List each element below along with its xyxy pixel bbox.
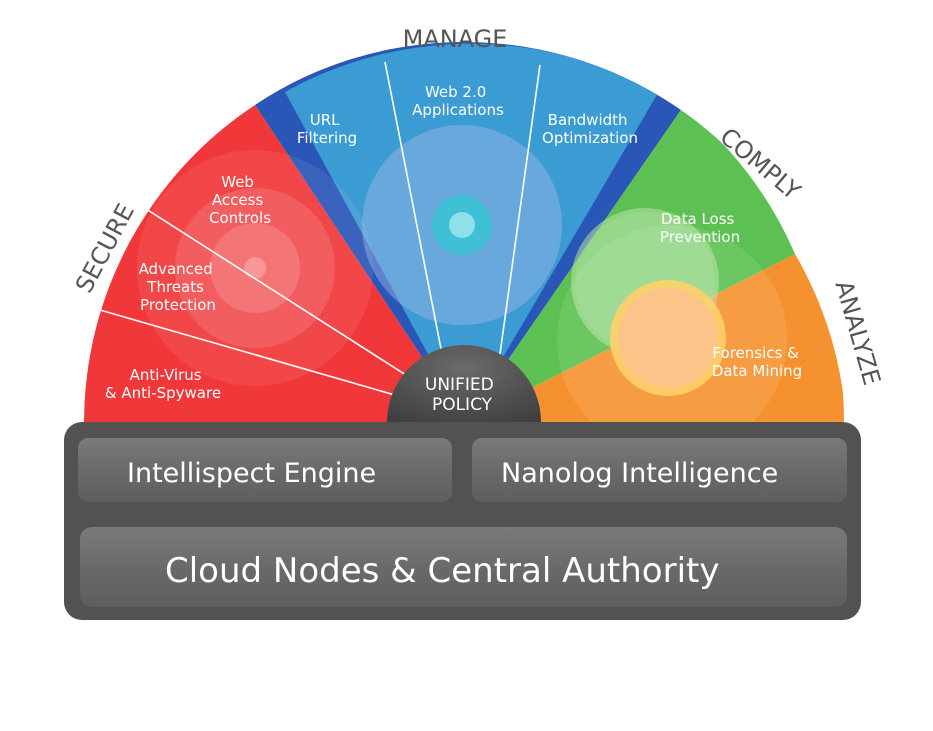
cloud-label: Cloud Nodes & Central Authority bbox=[165, 551, 719, 591]
segment-labels: Anti-Virus & Anti-Spyware Advanced Threa… bbox=[105, 83, 804, 402]
glow-analyze-inner bbox=[618, 288, 718, 388]
sector-secure bbox=[84, 105, 465, 422]
segment-bandwidth: Bandwidth Optimization bbox=[542, 111, 638, 147]
nanolog-label: Nanolog Intelligence bbox=[501, 458, 778, 489]
segment-forensics: Forensics & Data Mining bbox=[712, 344, 804, 380]
glow-secure-mid bbox=[175, 188, 335, 348]
segment-advanced-threats: Advanced Threats Protection bbox=[139, 260, 218, 314]
nanolog-panel bbox=[472, 438, 847, 502]
intellispect-label: Intellispect Engine bbox=[127, 458, 376, 489]
intellispect-panel bbox=[78, 438, 452, 502]
segment-web20: Web 2.0 Applications bbox=[412, 83, 504, 119]
hub-shape bbox=[387, 345, 541, 422]
glow-secure-inner bbox=[210, 223, 300, 313]
glow-secure-outer bbox=[137, 150, 373, 386]
cloud-panel bbox=[80, 527, 847, 607]
segment-web-access: Web Access Controls bbox=[209, 173, 271, 227]
segment-anti-virus: Anti-Virus & Anti-Spyware bbox=[105, 366, 221, 402]
glow-manage-dot bbox=[449, 212, 475, 238]
glow-secure-dot bbox=[244, 257, 266, 279]
separators bbox=[99, 61, 541, 409]
hub-label: UNIFIED POLICY bbox=[425, 375, 499, 415]
segment-data-loss: Data Loss Prevention bbox=[660, 210, 740, 246]
unified-policy-hub: UNIFIED POLICY bbox=[387, 345, 541, 422]
segment-url-filtering: URL Filtering bbox=[297, 111, 357, 147]
category-manage: MANAGE bbox=[403, 25, 508, 53]
dome bbox=[84, 42, 844, 422]
base-platform: Intellispect Engine Nanolog Intelligence… bbox=[64, 422, 861, 620]
